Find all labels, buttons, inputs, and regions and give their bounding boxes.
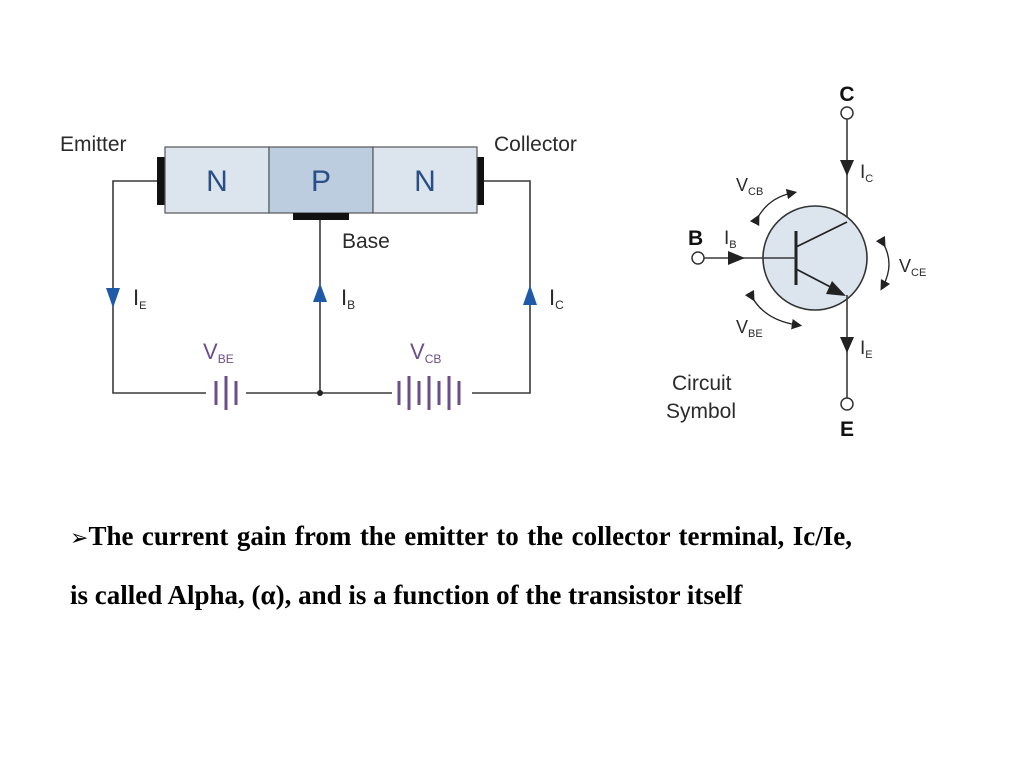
region-label-n-collector: N: [414, 165, 436, 198]
vcb-label: VCB: [410, 339, 441, 366]
emitter-arrow-symbol: [826, 281, 846, 296]
emitter-label: Emitter: [60, 133, 127, 156]
n-region-collector: [372, 146, 478, 214]
collector-current-label: IC: [549, 285, 564, 312]
circuit-symbol-title-line2: Symbol: [666, 400, 736, 423]
base-terminal-label: B: [688, 227, 703, 250]
emitter-current-label: IE: [133, 285, 146, 312]
region-label-p-base: P: [311, 165, 331, 198]
emitter-terminal-label: E: [840, 418, 854, 441]
base-label: Base: [342, 230, 390, 253]
bullet-arrow-icon: ➢: [70, 526, 89, 551]
junction-dot: [317, 390, 323, 396]
npn-construction-diagram: N P N Emitter Collector Base IE IB IC VB…: [60, 133, 577, 410]
vcb-label-symbol: VCB: [736, 175, 763, 198]
n-region-emitter: [164, 146, 270, 214]
vbe-label: VBE: [203, 339, 234, 366]
vcb-arc: [749, 188, 798, 227]
region-label-n-emitter: N: [206, 165, 228, 198]
base-contact: [293, 213, 349, 220]
emitter-current-arrow: [106, 288, 120, 308]
bullet-text-content: The current gain from the emitter to the…: [70, 521, 852, 610]
emitter-current-arrow-symbol: [840, 337, 854, 353]
collector-current-label-symbol: IC: [860, 162, 873, 185]
collector-label: Collector: [494, 133, 577, 156]
vbe-arc: [744, 289, 803, 330]
base-current-label: IB: [341, 285, 355, 312]
base-current-arrow-symbol: [728, 251, 745, 265]
collector-current-arrow-symbol: [840, 160, 854, 176]
emitter-terminal: [840, 397, 854, 411]
vcb-battery: [392, 376, 472, 410]
base-current-label-symbol: IB: [724, 228, 737, 251]
circuit-symbol-title-line1: Circuit: [672, 372, 732, 395]
vbe-battery: [206, 376, 246, 410]
emitter-current-label-symbol: IE: [860, 338, 873, 361]
base-current-arrow: [313, 283, 327, 302]
collector-current-arrow: [523, 285, 537, 305]
vce-label-symbol: VCE: [899, 256, 926, 279]
emitter-contact: [157, 157, 165, 205]
base-terminal: [691, 251, 705, 265]
collector-contact: [476, 157, 484, 205]
bullet-point: ➢The current gain from the emitter to th…: [70, 508, 852, 624]
transistor-diagram: N P N Emitter Collector Base IE IB IC VB…: [60, 83, 926, 441]
collector-terminal: [840, 106, 854, 120]
circuit-symbol: C IC B IB IE E VCB: [666, 83, 926, 441]
collector-terminal-label: C: [839, 83, 854, 106]
vbe-label-symbol: VBE: [736, 317, 763, 340]
vce-arc: [875, 235, 891, 291]
